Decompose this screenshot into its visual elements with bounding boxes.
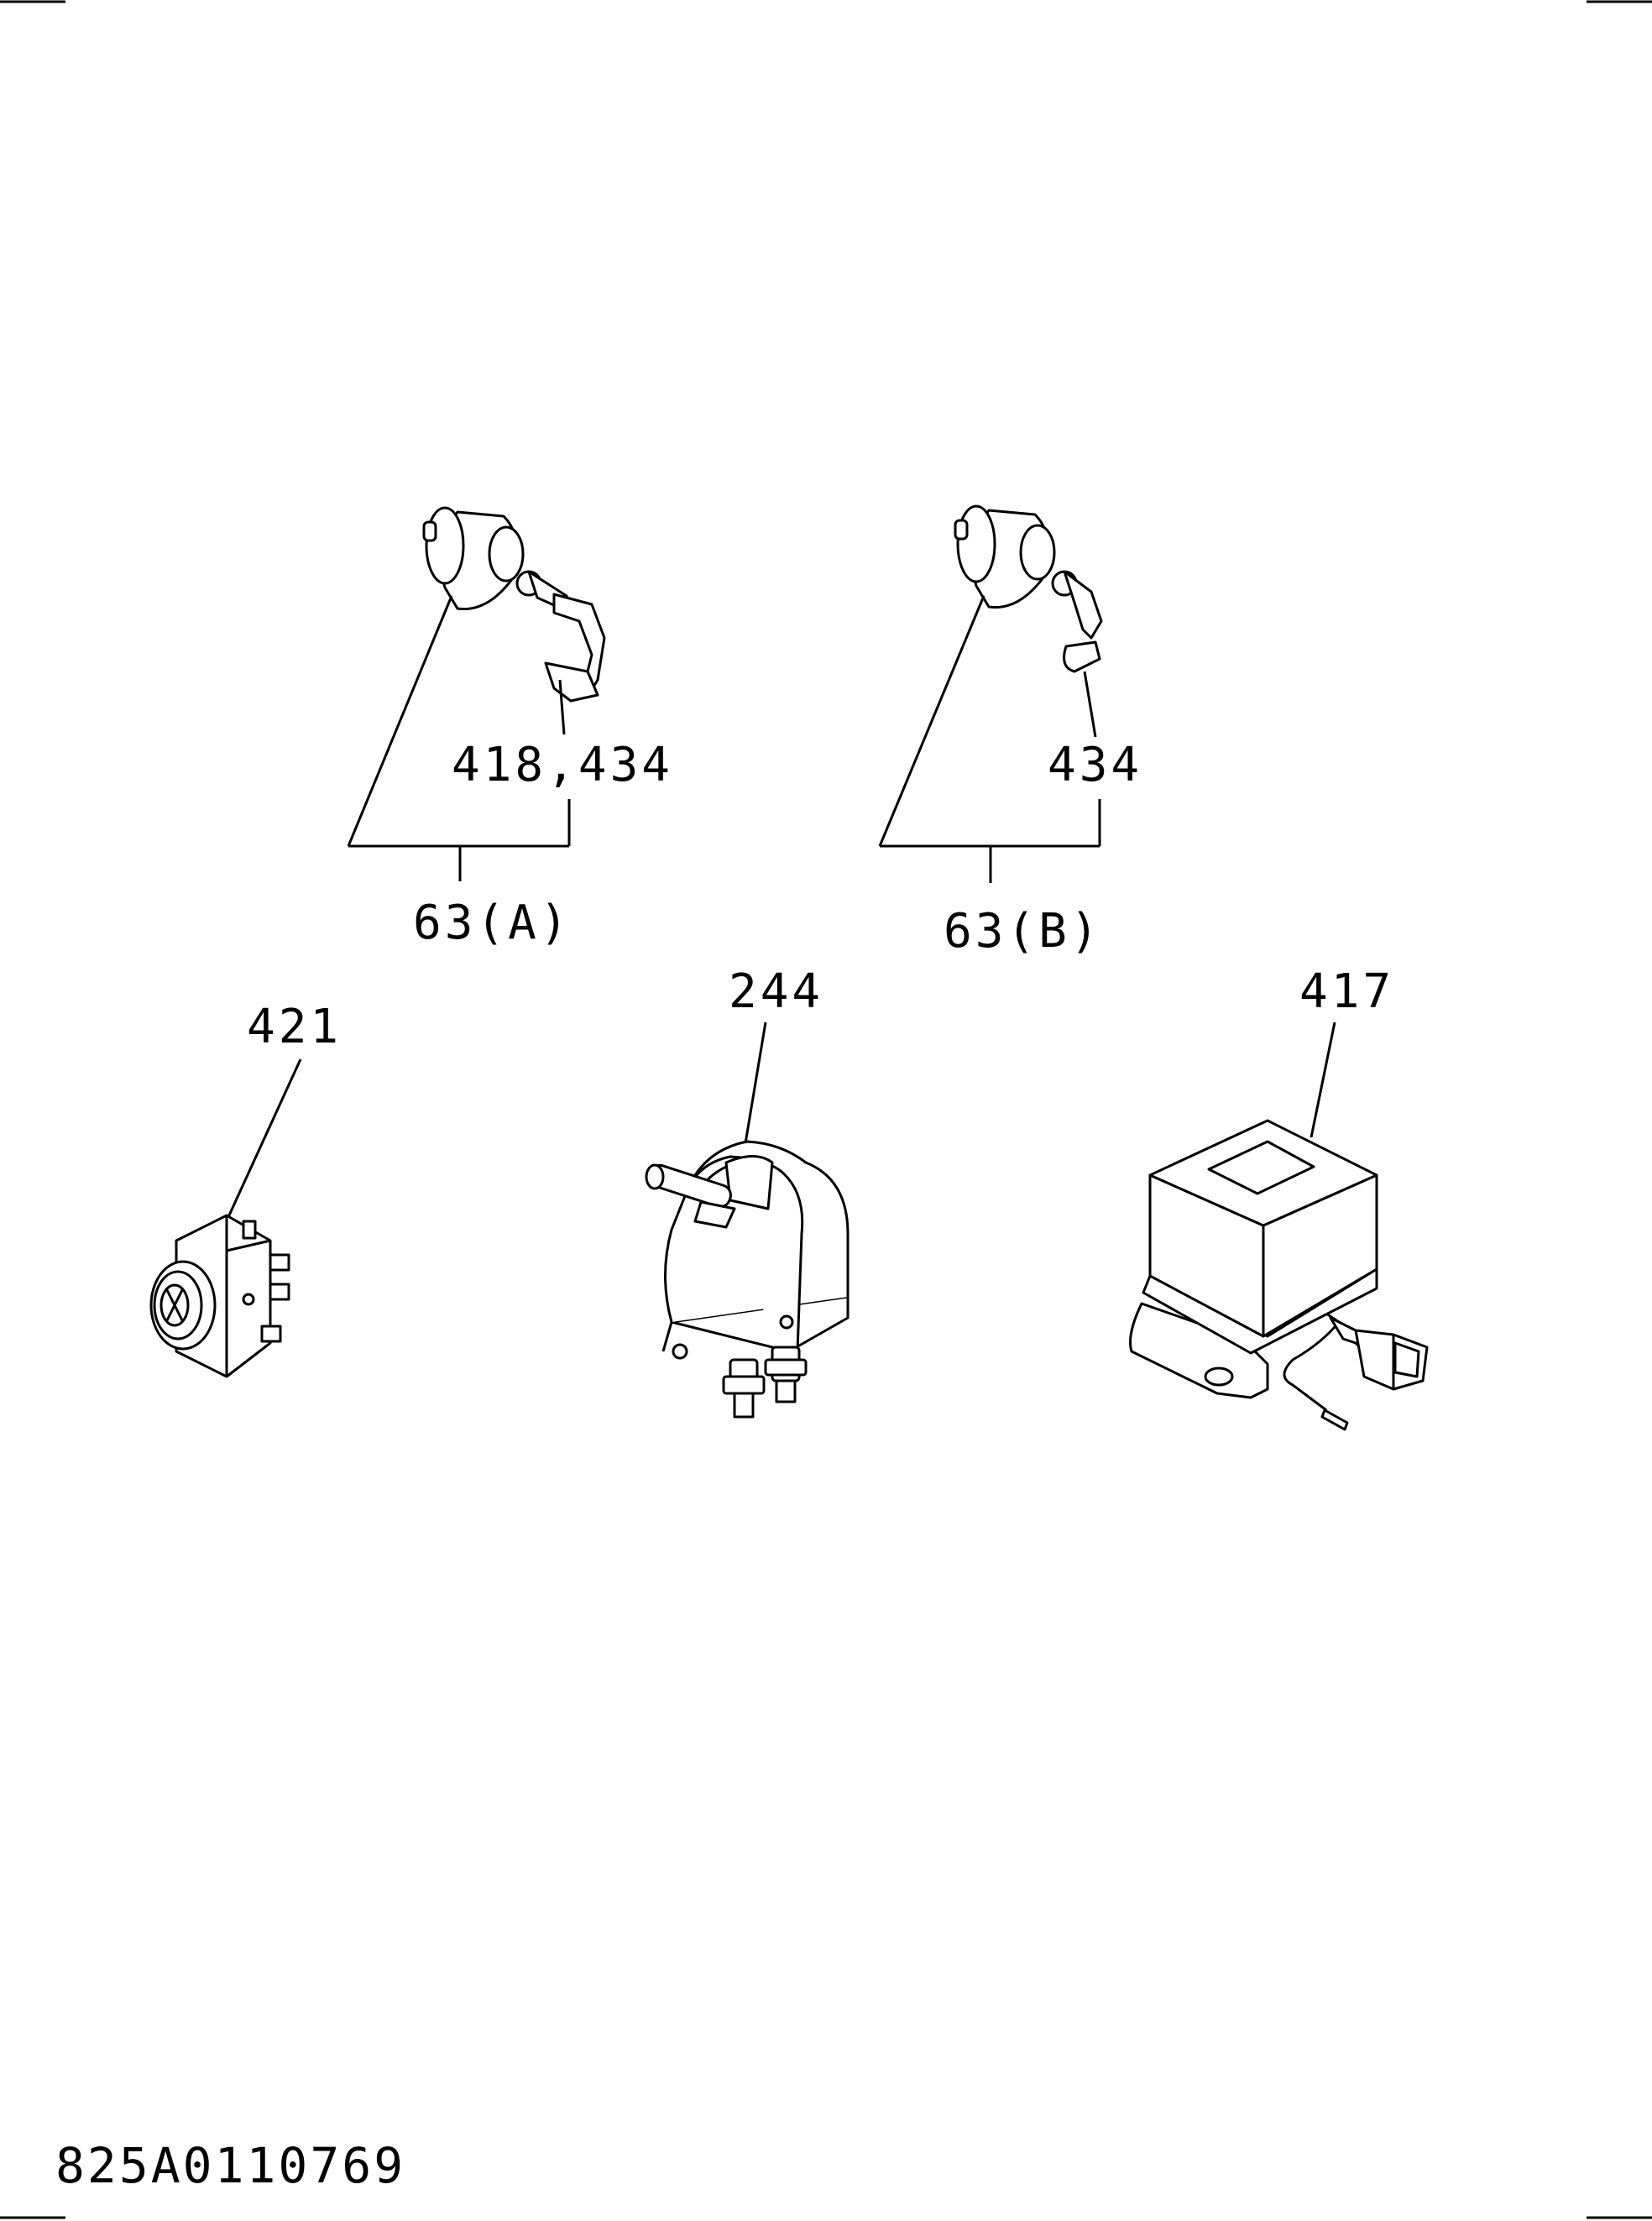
label-434: 434 <box>1048 738 1142 792</box>
label-244: 244 <box>729 964 823 1019</box>
leader-244 <box>744 1022 767 1144</box>
leader-63a <box>347 595 571 881</box>
relay-box-icon <box>1129 1119 1429 1431</box>
label-63a: 63(A) <box>413 896 572 950</box>
leader-63b <box>878 595 1101 883</box>
leader-421 <box>227 1058 302 1218</box>
label-418-434: 418,434 <box>452 738 673 792</box>
battery-relay-icon <box>645 1140 850 1419</box>
label-417: 417 <box>1299 964 1394 1019</box>
leader-417 <box>1310 1022 1336 1138</box>
starter-switch-a-icon <box>422 506 606 703</box>
starter-switch-b-icon <box>954 504 1103 673</box>
label-421: 421 <box>247 1000 342 1054</box>
rotary-switch-icon <box>149 1214 290 1378</box>
label-63b: 63(B) <box>944 904 1102 959</box>
drawing-number: 825A0110769 <box>55 2137 405 2194</box>
